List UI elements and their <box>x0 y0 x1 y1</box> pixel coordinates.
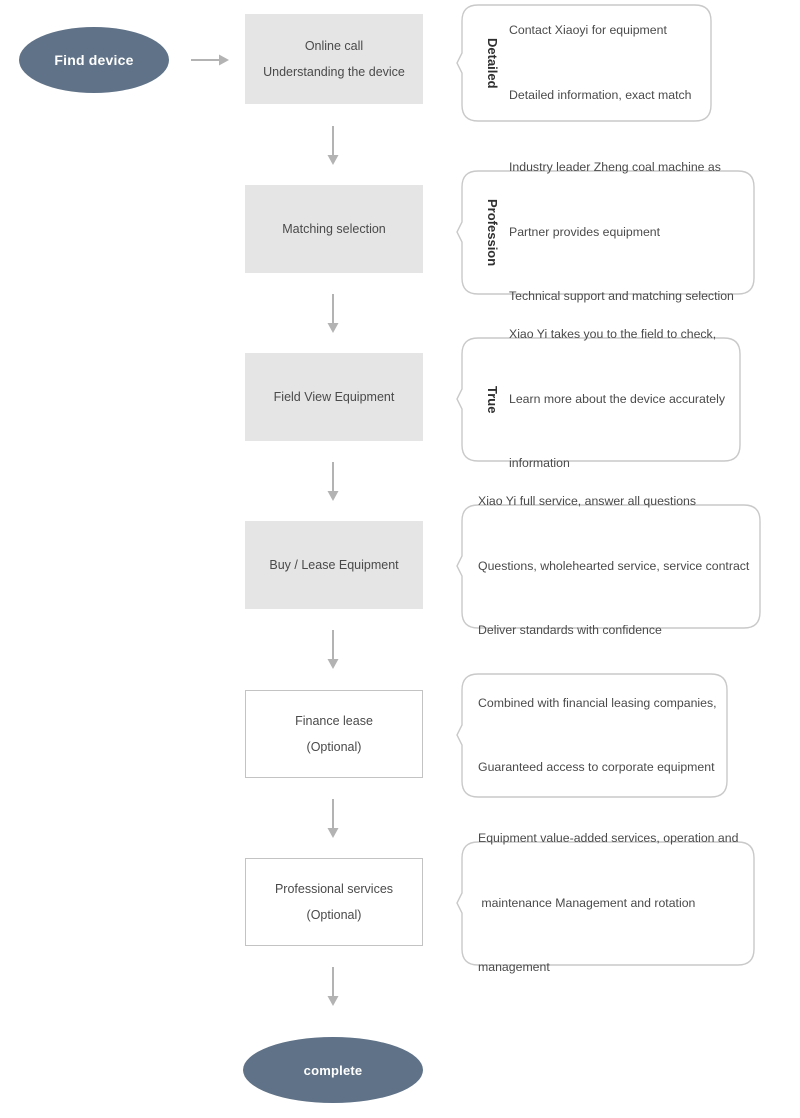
callout-line: Learn more about the device accurately <box>509 391 726 406</box>
callout-vertical-label: Profession <box>485 198 500 267</box>
callout-vertical-label: Detailed <box>485 37 500 89</box>
arrow-down-icon-step4-to-step5 <box>325 630 341 670</box>
callout-text: Contact Xiaoyi for equipment Detailed in… <box>509 0 692 149</box>
step-box-online-call[interactable]: Online call Understanding the device <box>245 14 423 104</box>
callout-buy-lease-equipment[interactable]: Xiao Yi full service, answer all questio… <box>456 494 761 637</box>
step-line: (Optional) <box>306 908 362 922</box>
callout-line: Contact Xiaoyi for equipment <box>509 23 667 37</box>
callout-line: Xiao Yi full service, answer all questio… <box>478 494 697 509</box>
arrow-right-icon-start-to-step1 <box>190 52 230 68</box>
callout-bubble-shape <box>456 504 761 629</box>
callout-line: Xiao Yi takes you to the field to check, <box>509 327 717 342</box>
callout-content: Detailed Contact Xiaoyi for equipment De… <box>478 4 712 122</box>
step-line: Understanding the device <box>263 65 405 79</box>
callout-matching-selection[interactable]: Profession Industry leader Zheng coal ma… <box>456 160 755 303</box>
callout-text: Combined with financial leasing companie… <box>478 650 717 822</box>
step-box-professional-services[interactable]: Professional services (Optional) <box>245 858 423 946</box>
callout-content: Profession Industry leader Zheng coal ma… <box>478 160 755 303</box>
callout-online-call[interactable]: Detailed Contact Xiaoyi for equipment De… <box>456 4 712 122</box>
callout-finance-lease[interactable]: Combined with financial leasing companie… <box>456 673 728 798</box>
callout-content: Xiao Yi full service, answer all questio… <box>478 494 761 637</box>
step-line: (Optional) <box>306 740 362 754</box>
step-line: Field View Equipment <box>273 390 395 404</box>
arrow-down-icon-step1-to-step2 <box>325 126 341 166</box>
callout-line: information <box>509 456 570 471</box>
callout-line: Equipment value-added services, operatio… <box>478 831 739 846</box>
end-node-label: complete <box>303 1062 363 1078</box>
end-node-complete[interactable]: complete <box>243 1037 423 1103</box>
arrow-down-icon-step2-to-step3 <box>325 294 341 334</box>
callout-bubble-shape <box>456 4 712 122</box>
step-box-matching-selection[interactable]: Matching selection <box>245 185 423 273</box>
callout-bubble-shape <box>456 337 741 462</box>
step-line: Finance lease <box>295 714 373 728</box>
arrow-down-icon-step6-to-end <box>325 967 341 1007</box>
callout-line: Questions, wholehearted service, service… <box>478 558 750 573</box>
callout-content: True Xiao Yi takes you to the field to c… <box>478 327 741 470</box>
callout-content: Equipment value-added services, operatio… <box>478 831 755 974</box>
callout-line: Industry leader Zheng coal machine as <box>509 160 721 175</box>
callout-line: Technical support and matching selection <box>509 289 734 304</box>
callout-line: Guaranteed access to corporate equipment <box>478 760 715 774</box>
callout-text: Industry leader Zheng coal machine as Pa… <box>509 114 734 351</box>
callout-line: Combined with financial leasing companie… <box>478 695 717 710</box>
callout-line: maintenance Management and rotation <box>478 895 696 910</box>
step-line: Matching selection <box>282 222 386 236</box>
callout-line: management <box>478 960 550 975</box>
callout-vertical-label: True <box>485 385 500 414</box>
callout-line: Detailed information, exact match <box>509 87 692 102</box>
callout-bubble-shape <box>456 841 755 966</box>
step-box-buy-lease-equipment[interactable]: Buy / Lease Equipment <box>245 521 423 609</box>
callout-text: Xiao Yi takes you to the field to check,… <box>509 281 725 518</box>
step-line: Online call <box>304 39 364 53</box>
start-node-find-device[interactable]: Find device <box>19 27 169 93</box>
callout-line: Partner provides equipment <box>509 224 661 239</box>
arrow-down-icon-step5-to-step6 <box>325 799 341 839</box>
start-node-label: Find device <box>54 52 134 68</box>
callout-text: Equipment value-added services, operatio… <box>478 785 738 1022</box>
callout-bubble-shape <box>456 170 755 295</box>
callout-field-view-equipment[interactable]: True Xiao Yi takes you to the field to c… <box>456 327 741 470</box>
callout-line: Deliver standards with confidence <box>478 623 662 638</box>
step-box-field-view-equipment[interactable]: Field View Equipment <box>245 353 423 441</box>
step-box-finance-lease[interactable]: Finance lease (Optional) <box>245 690 423 778</box>
callout-bubble-shape <box>456 673 728 798</box>
callout-content: Combined with financial leasing companie… <box>478 673 728 798</box>
callout-professional-services[interactable]: Equipment value-added services, operatio… <box>456 831 755 974</box>
step-line: Professional services <box>274 882 394 896</box>
callout-text: Xiao Yi full service, answer all questio… <box>478 448 749 685</box>
step-line: Buy / Lease Equipment <box>269 558 399 572</box>
arrow-down-icon-step3-to-step4 <box>325 462 341 502</box>
